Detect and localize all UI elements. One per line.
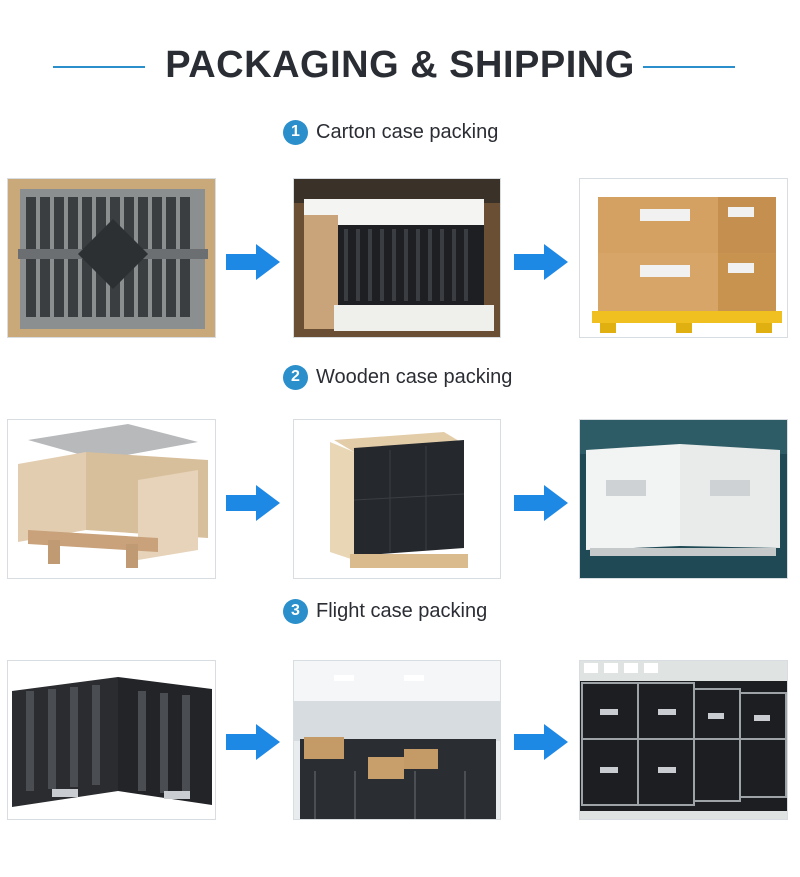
arrow-right-icon xyxy=(226,722,282,762)
carton-foam-photo xyxy=(293,178,501,338)
arrow-right-icon xyxy=(226,242,282,282)
flight-case-stacked-photo xyxy=(579,660,788,820)
title-rule-left xyxy=(53,66,145,68)
carton-open-photo xyxy=(7,178,216,338)
wooden-case-open-photo xyxy=(7,419,216,579)
wooden-case-panel-photo xyxy=(293,419,501,579)
arrow-right-icon xyxy=(514,722,570,762)
arrow-right-icon xyxy=(226,483,282,523)
section-2-label: 2 Wooden case packing xyxy=(283,362,512,392)
page-title: PACKAGING & SHIPPING xyxy=(165,44,635,86)
section-1-title: Carton case packing xyxy=(316,120,499,143)
flight-case-open-photo xyxy=(7,660,216,820)
carton-pallet-photo xyxy=(579,178,788,338)
flight-case-factory-photo xyxy=(293,660,501,820)
arrow-right-icon xyxy=(514,483,570,523)
step-number-1-badge: 1 xyxy=(283,119,308,145)
title-rule-right xyxy=(643,66,735,68)
arrow-right-icon xyxy=(514,242,570,282)
section-3-label: 3 Flight case packing xyxy=(283,596,487,626)
step-number-2-badge: 2 xyxy=(283,364,308,390)
step-number-3-badge: 3 xyxy=(283,598,308,624)
section-3-title: Flight case packing xyxy=(316,599,488,622)
section-2-title: Wooden case packing xyxy=(316,365,513,388)
section-1-label: 1 Carton case packing xyxy=(283,117,498,147)
wooden-case-warehouse-photo xyxy=(579,419,788,579)
